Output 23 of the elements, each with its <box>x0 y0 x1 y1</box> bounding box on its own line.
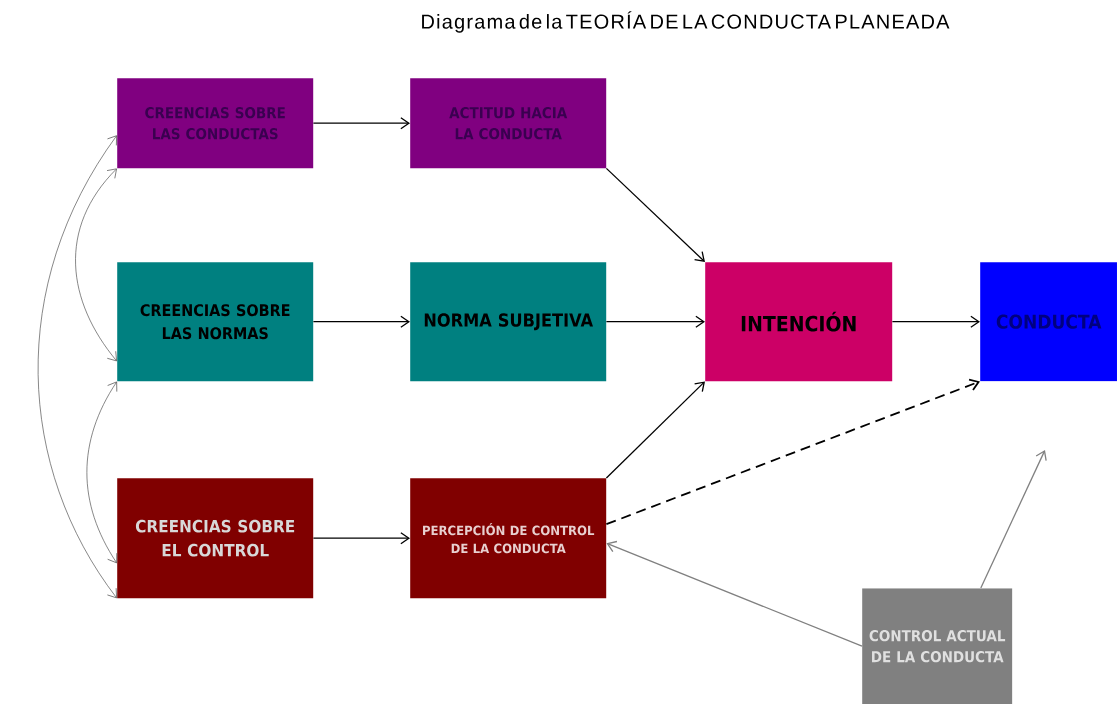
concept-box: NORMA SUBJETIVA <box>410 262 607 382</box>
title: Diagrama de la TEORÍA DE LA CONDUCTA PLANEADA <box>422 11 950 33</box>
arrow <box>605 315 705 328</box>
concept-box: PERCEPCIÓN DE CONTROL DE LA CONDUCTA <box>410 478 607 599</box>
concept-box: CREENCIAS SOBRE LAS CONDUCTAS <box>117 78 314 169</box>
dashed-arrow <box>605 378 980 526</box>
concept-box: CONDUCTA <box>980 262 1117 382</box>
concept-box: CREENCIAS SOBRE LAS NORMAS <box>117 262 314 382</box>
arrow <box>605 381 705 479</box>
concept-box: CONTROL ACTUAL DE LA CONDUCTA <box>862 588 1013 704</box>
concept-box: CREENCIAS SOBRE EL CONTROL <box>117 478 314 599</box>
concept-box: INTENCIÓN <box>705 262 893 382</box>
arrow <box>312 532 410 545</box>
arrow <box>605 167 705 262</box>
curved-arrow <box>75 168 117 362</box>
arrow <box>312 315 410 328</box>
curved-arrow <box>86 381 118 564</box>
arrow <box>606 540 863 647</box>
curved-arrow <box>37 135 117 599</box>
concept-box: ACTITUD HACIA LA CONDUCTA <box>410 78 607 169</box>
arrow <box>980 450 1047 589</box>
arrow <box>891 315 980 328</box>
arrow <box>312 117 410 130</box>
